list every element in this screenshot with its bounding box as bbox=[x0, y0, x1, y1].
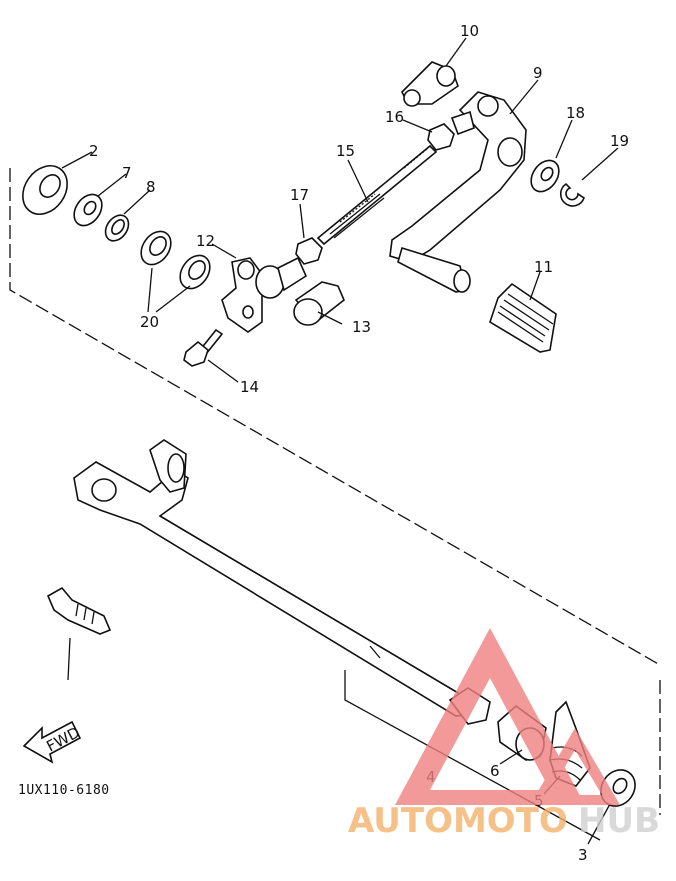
washer-7 bbox=[73, 193, 103, 227]
washer-18 bbox=[530, 159, 560, 193]
callout-14: 14 bbox=[240, 378, 259, 396]
callout-18: 18 bbox=[566, 104, 585, 122]
oil-seal-2 bbox=[22, 165, 68, 215]
callout-16: 16 bbox=[385, 108, 404, 126]
shift-rod-15 bbox=[316, 144, 438, 246]
bearing-20b bbox=[179, 254, 211, 290]
callout-11: 11 bbox=[534, 258, 553, 276]
callout-19: 19 bbox=[610, 132, 629, 150]
callout-15: 15 bbox=[336, 142, 355, 160]
shift-pedal-9 bbox=[389, 91, 527, 293]
shift-shaft-4 bbox=[73, 439, 491, 725]
boot-13 bbox=[293, 281, 345, 326]
stud-bolt-1 bbox=[46, 586, 112, 635]
callout-6: 6 bbox=[490, 762, 500, 780]
part-code: 1UX110-6180 bbox=[18, 783, 110, 798]
shift-arm-12 bbox=[221, 256, 308, 333]
circlip-19 bbox=[559, 182, 585, 207]
bearing-20a bbox=[140, 230, 172, 266]
forward-arrow-icon: FWD bbox=[22, 720, 83, 764]
callout-7: 7 bbox=[122, 164, 132, 182]
callout-9: 9 bbox=[533, 64, 543, 82]
callout-8: 8 bbox=[146, 178, 156, 196]
watermark-text-left: AUTOMOTO bbox=[348, 801, 568, 841]
callout-10: 10 bbox=[460, 22, 479, 40]
circlip-8 bbox=[104, 214, 130, 242]
leader-lines bbox=[61, 37, 619, 845]
bolt-14 bbox=[183, 328, 224, 367]
watermark-text-right: HUB bbox=[578, 801, 660, 841]
callout-3: 3 bbox=[578, 846, 588, 864]
watermark-logo: AUTOMOTO HUB bbox=[348, 628, 660, 841]
callout-2: 2 bbox=[89, 142, 99, 160]
callout-13: 13 bbox=[352, 318, 371, 336]
nut-16 bbox=[427, 123, 455, 151]
callout-20: 20 bbox=[140, 313, 159, 331]
nut-17 bbox=[295, 237, 323, 265]
callout-17: 17 bbox=[290, 186, 309, 204]
callout-12: 12 bbox=[196, 232, 215, 250]
joint-10 bbox=[401, 61, 459, 107]
pedal-rubber-11 bbox=[489, 282, 557, 353]
